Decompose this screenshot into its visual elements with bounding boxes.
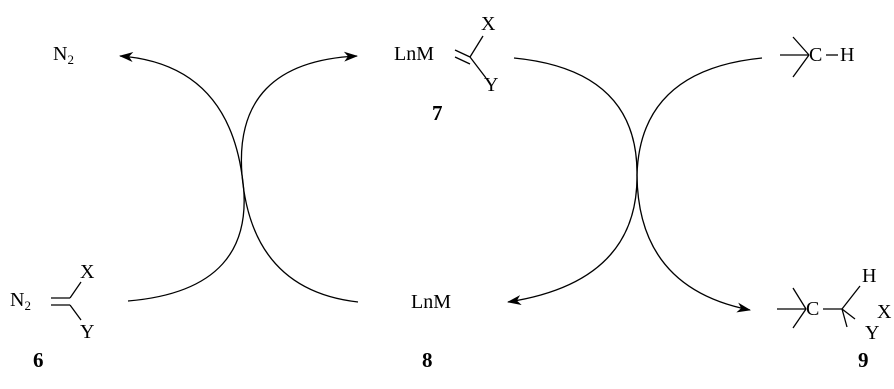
catalyst-metal-label: LnM (411, 291, 451, 313)
compound-8-number: 8 (422, 348, 433, 372)
compound-9-number: 9 (858, 348, 869, 372)
substrate-hydrogen-label: H (840, 44, 855, 66)
substrate-carbon-label: C (809, 44, 823, 66)
carbenoid-metal-label: LnM (394, 43, 434, 65)
product-carbon-label: C (806, 298, 820, 320)
arc-catalyst-to-carbenoid (240, 51, 359, 303)
compound-7-number: 7 (432, 101, 443, 125)
diazo-n2-label: N2 (10, 289, 31, 313)
carbenoid-bonds (454, 35, 487, 79)
diazo-x-label: X (80, 261, 95, 283)
diazo-bonds (51, 281, 82, 321)
product-hydrogen-label: H (862, 265, 877, 287)
product-x-label: X (877, 301, 892, 323)
diazo-y-label: Y (80, 321, 95, 343)
substrate-bonds (780, 36, 838, 78)
compound-6-number: 6 (33, 348, 44, 372)
carbenoid-x-label: X (481, 13, 496, 35)
product-y-label: Y (865, 322, 880, 344)
arc-substrate-to-product (636, 57, 763, 313)
product-bonds (777, 285, 861, 329)
n2-byproduct-label: N2 (53, 43, 74, 67)
carbenoid-y-label: Y (484, 74, 499, 96)
arc-diazo-to-n2 (119, 51, 245, 302)
arc-carbenoid-to-catalyst (507, 57, 638, 305)
